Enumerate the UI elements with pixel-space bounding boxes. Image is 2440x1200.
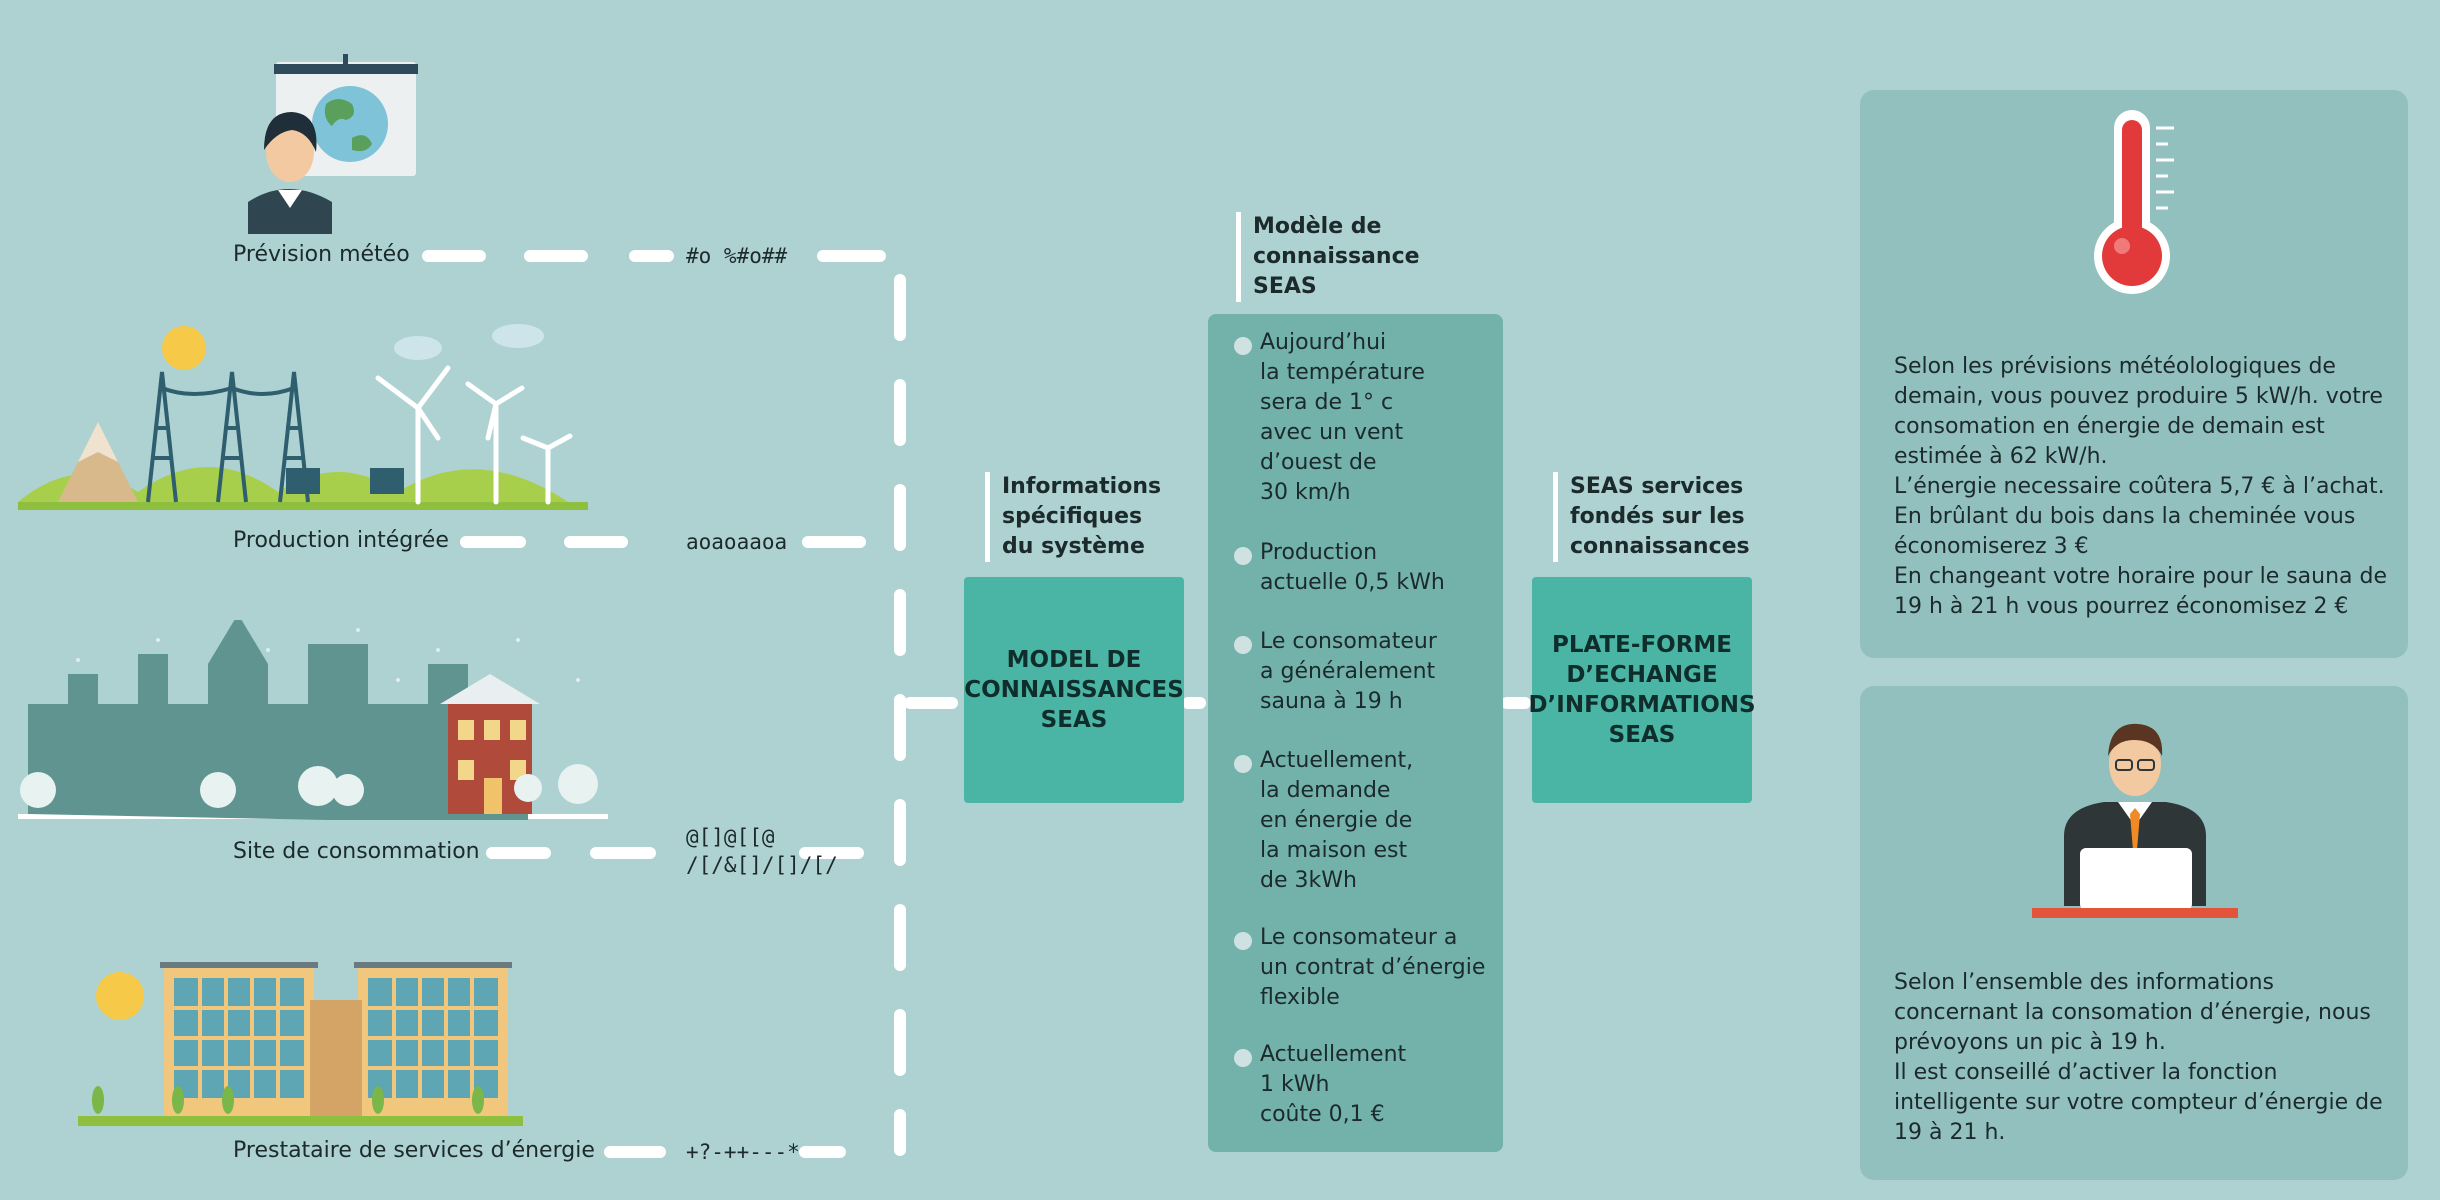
knowledge-item: Actuellement 1 kWh coûte 0,1 € — [1208, 1040, 1406, 1130]
advisor-illustration — [2032, 723, 2238, 918]
forecast-panel-text: Selon les prévisions météolologiques de … — [1894, 354, 2388, 619]
source-code-provider: +?-++---* — [686, 1140, 800, 1164]
knowledge-item-text: Le consomateur a généralement sauna à 19… — [1260, 629, 1437, 714]
bullet-dot — [1234, 1049, 1252, 1067]
bullet-dot — [1234, 932, 1252, 950]
knowledge-item-text: Actuellement, la demande en énergie de l… — [1260, 748, 1414, 893]
integrated-production-illustration — [18, 324, 588, 510]
knowledge-item-text: Le consomateur a un contrat d’énergie fl… — [1260, 925, 1486, 1010]
knowledge-panel: Aujourd’hui la température sera de 1° c … — [1208, 314, 1503, 1152]
source-code-production: aoaoaaoa — [686, 530, 788, 554]
bullet-dot — [1234, 636, 1252, 654]
system-info-heading: Informations spécifiques du système — [985, 472, 1161, 562]
consumption-site-illustration — [18, 620, 608, 820]
source-label-provider: Prestataire de services d’énergie — [233, 1138, 595, 1163]
source-code-site: @[]@[[@ /[/&[]/[]/[/ — [686, 825, 838, 878]
knowledge-item-text: Production actuelle 0,5 kWh — [1260, 540, 1445, 595]
bullet-dot — [1234, 755, 1252, 773]
services-heading: SEAS services fondés sur les connaissanc… — [1553, 472, 1750, 562]
bullet-dot — [1234, 337, 1252, 355]
advice-panel-text: Selon l’ensemble des informations concer… — [1894, 970, 2383, 1145]
knowledge-item: Le consomateur a un contrat d’énergie fl… — [1208, 923, 1485, 1013]
model-box: MODEL DE CONNAISSANCES SEAS — [964, 577, 1184, 803]
knowledge-item: Le consomateur a généralement sauna à 19… — [1208, 627, 1437, 717]
source-code-weather: #o %#o## — [686, 244, 788, 268]
source-label-site: Site de consommation — [233, 839, 480, 864]
knowledge-item-text: Aujourd’hui la température sera de 1° c … — [1260, 330, 1425, 505]
energy-provider-illustration — [78, 962, 523, 1126]
platform-box: PLATE-FORME D’ECHANGE D’INFORMATIONS SEA… — [1528, 577, 1756, 803]
source-label-production: Production intégrée — [233, 528, 449, 553]
advice-panel: Selon l’ensemble des informations concer… — [1860, 686, 2408, 1180]
knowledge-item: Production actuelle 0,5 kWh — [1208, 538, 1445, 598]
forecast-panel: Selon les prévisions météolologiques de … — [1860, 90, 2408, 658]
knowledge-item-text: Actuellement 1 kWh coûte 0,1 € — [1260, 1042, 1407, 1127]
thermometer-icon — [2094, 110, 2174, 294]
source-label-weather: Prévision météo — [233, 242, 410, 267]
knowledge-item: Aujourd’hui la température sera de 1° c … — [1208, 328, 1425, 508]
knowledge-heading: Modèle de connaissance SEAS — [1236, 212, 1420, 302]
knowledge-item: Actuellement, la demande en énergie de l… — [1208, 746, 1413, 896]
bullet-dot — [1234, 547, 1252, 565]
weather-presenter-illustration — [248, 54, 418, 234]
